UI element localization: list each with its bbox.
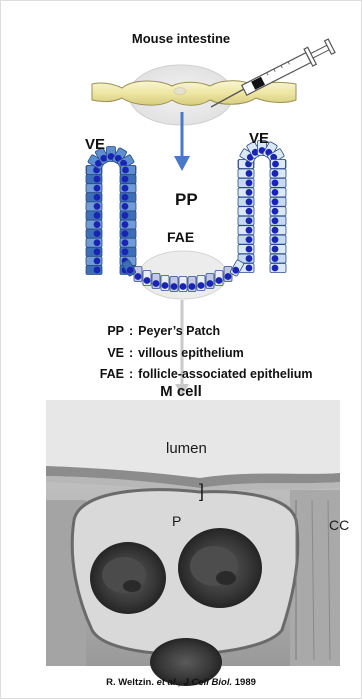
epithelial-cell <box>86 202 102 211</box>
epithelial-cell <box>270 254 286 263</box>
epithelial-cell <box>121 166 136 175</box>
bracket-mark: ] <box>199 481 204 502</box>
epithelial-cell <box>120 247 136 256</box>
epithelial-cell <box>197 276 205 291</box>
epithelial-cell <box>271 160 286 169</box>
epithelial-cell <box>86 247 102 256</box>
epithelial-cell <box>215 271 223 286</box>
legend-separator: : <box>124 367 138 381</box>
epithelial-cell <box>270 235 286 244</box>
epithelial-cell <box>86 266 102 275</box>
epithelial-cell <box>270 207 286 216</box>
figure-title: Mouse intestine <box>0 31 362 46</box>
epithelial-cell <box>238 245 254 254</box>
epithelial-cell <box>120 184 136 193</box>
epithelial-cell <box>238 197 254 206</box>
ve-label-right: VE <box>249 130 269 147</box>
epithelial-cell <box>270 245 286 254</box>
epithelial-cell <box>238 169 254 178</box>
epithelial-cell <box>120 175 136 184</box>
epithelial-cell <box>134 267 142 282</box>
citation-year: 1989 <box>235 677 256 688</box>
citation-etal: et al., <box>157 677 181 688</box>
epithelial-cell <box>270 188 286 197</box>
epithelial-cell <box>238 188 254 197</box>
legend-description: villous epithelium <box>138 346 244 360</box>
epithelial-cell <box>120 193 136 202</box>
legend-abbr: PP <box>90 321 124 343</box>
epithelial-cell <box>152 274 160 289</box>
epithelial-cell <box>86 229 102 238</box>
epithelial-cell <box>120 211 136 220</box>
epithelial-cell <box>206 274 214 289</box>
legend-abbr: VE <box>90 343 124 365</box>
epithelial-cell <box>270 216 286 225</box>
pp-label: PP <box>175 190 198 210</box>
legend-description: Peyer’s Patch <box>138 324 220 338</box>
epithelial-cell <box>270 226 286 235</box>
ve-label-left: VE <box>85 136 105 153</box>
p-label: P <box>172 513 181 529</box>
epithelial-cell <box>86 211 102 220</box>
epithelial-cell <box>238 178 254 187</box>
patch-spot <box>174 88 186 95</box>
citation-journal: J Cell Biol. <box>184 677 233 688</box>
epithelial-cell <box>224 267 232 282</box>
epithelial-cell <box>86 184 102 193</box>
m-cell-title: M cell <box>0 383 362 400</box>
epithelial-cell <box>86 175 102 184</box>
legend-separator: : <box>124 346 138 360</box>
legend: PP:Peyer’s Patch VE:villous epithelium F… <box>90 321 313 386</box>
epithelial-cell <box>270 178 286 187</box>
epithelial-cell <box>120 220 136 229</box>
epithelial-cell <box>238 235 254 244</box>
epithelial-cell <box>238 216 254 225</box>
epithelial-cell <box>143 271 151 286</box>
epithelial-cell <box>86 256 102 265</box>
epithelial-cell <box>86 220 102 229</box>
epithelial-cell <box>120 202 136 211</box>
epithelial-cell <box>188 277 196 292</box>
epithelial-cell <box>161 276 169 291</box>
citation: R. Weltzin. et al., J Cell Biol. 1989 <box>0 677 362 688</box>
legend-separator: : <box>124 324 138 338</box>
epithelial-cell <box>120 238 136 247</box>
epithelial-cell <box>238 207 254 216</box>
citation-author: R. Weltzin. <box>106 677 154 688</box>
epithelial-cell <box>270 264 286 273</box>
legend-row-ve: VE:villous epithelium <box>90 343 313 365</box>
lumen-label: lumen <box>166 440 207 457</box>
legend-row-pp: PP:Peyer’s Patch <box>90 321 313 343</box>
fae-label: FAE <box>167 229 194 245</box>
cc-label: CC <box>329 517 349 533</box>
epithelial-cell <box>86 238 102 247</box>
legend-description: follicle-associated epithelium <box>138 367 312 381</box>
epithelial-cell <box>179 277 187 292</box>
epithelial-cell <box>270 169 286 178</box>
epithelial-cell <box>86 193 102 202</box>
epithelial-cell <box>270 197 286 206</box>
epithelial-cell <box>238 226 254 235</box>
epithelial-cell <box>170 277 178 292</box>
epithelial-cell <box>120 229 136 238</box>
